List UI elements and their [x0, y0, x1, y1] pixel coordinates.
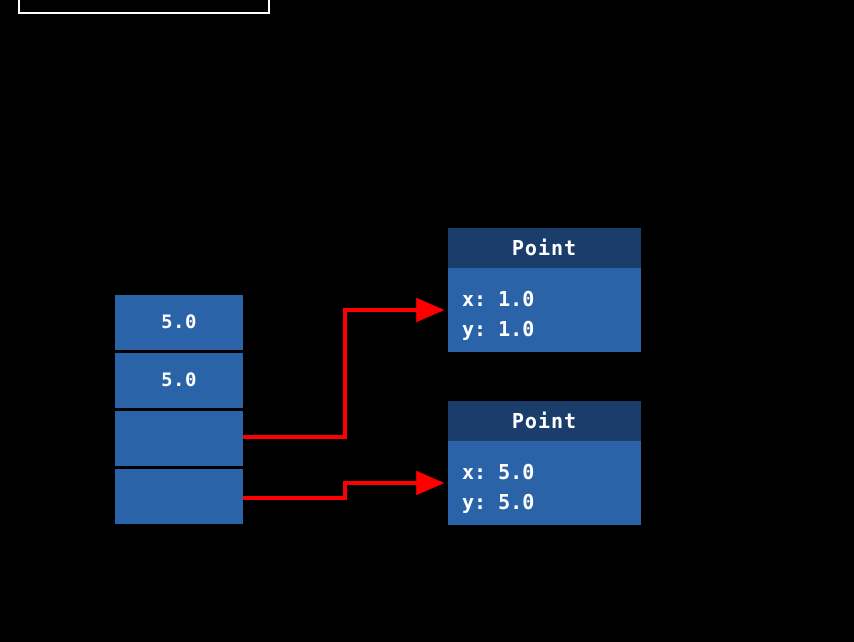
card-title: Point — [511, 236, 578, 260]
slot-value: 5.0 — [161, 369, 197, 391]
card-header: Point — [448, 228, 641, 268]
card-header: Point — [448, 401, 641, 441]
slot-cell[interactable] — [115, 411, 243, 466]
variable-slot-stack: 5.0 5.0 — [115, 295, 243, 524]
slot-value: 5.0 — [161, 311, 197, 333]
point-object-card[interactable]: Point x: 5.0 y: 5.0 — [448, 401, 641, 525]
point-object-card[interactable]: Point x: 1.0 y: 1.0 — [448, 228, 641, 352]
slot-cell[interactable]: 5.0 — [115, 353, 243, 408]
card-body: x: 1.0 y: 1.0 — [448, 268, 641, 352]
card-title: Point — [511, 409, 578, 433]
reference-arrow-slot4-to-point2 — [243, 470, 445, 500]
field-row-y: y: 5.0 — [462, 490, 535, 514]
field-row-x: x: 5.0 — [462, 460, 535, 484]
slot-cell[interactable]: 5.0 — [115, 295, 243, 350]
field-row-x: x: 1.0 — [462, 287, 535, 311]
card-body: x: 5.0 y: 5.0 — [448, 441, 641, 525]
slot-cell[interactable] — [115, 469, 243, 524]
top-cutoff-frame — [18, 0, 270, 14]
reference-arrow-slot3-to-point1 — [243, 297, 445, 439]
field-row-y: y: 1.0 — [462, 317, 535, 341]
